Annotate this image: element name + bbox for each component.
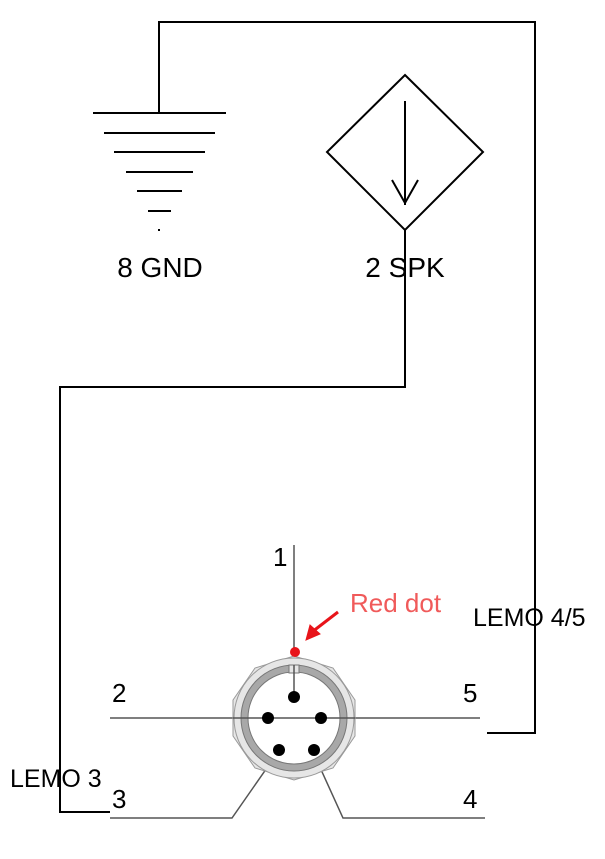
gnd-label: 8 GND (117, 252, 203, 283)
red-dot-label: Red dot (350, 588, 442, 618)
pin-number-5: 5 (463, 678, 477, 708)
spk-label: 2 SPK (365, 252, 445, 283)
pin-number-2: 2 (112, 678, 126, 708)
ground-symbol-icon (93, 112, 226, 231)
wire-spk-to-lemo3 (59, 230, 406, 813)
red-arrow-icon (305, 610, 339, 641)
red-dot-marker (290, 647, 300, 657)
pin-number-4: 4 (463, 784, 477, 814)
pin-2 (262, 712, 274, 724)
lemo3-label: LEMO 3 (10, 765, 102, 793)
speaker-source-icon (325, 73, 485, 232)
pin-1 (288, 691, 300, 703)
pin-5 (315, 712, 327, 724)
pin-number-1: 1 (273, 542, 287, 572)
lemo45-label: LEMO 4/5 (473, 604, 586, 632)
pin-3 (273, 744, 285, 756)
pin-4 (308, 744, 320, 756)
lemo-connector-icon (232, 655, 356, 781)
pin-number-3: 3 (112, 784, 126, 814)
wire-gnd-to-lemo45 (158, 21, 536, 734)
